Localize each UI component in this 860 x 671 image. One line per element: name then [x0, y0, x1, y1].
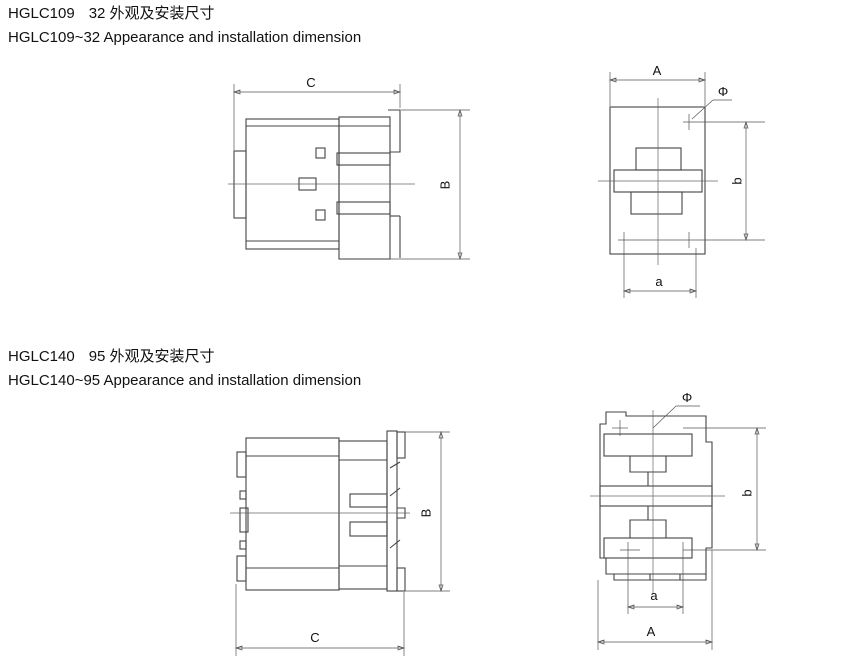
- section2-title-cn: 95 外观及安装尺寸: [88, 348, 215, 365]
- section1-front-dim-a-lower: a: [655, 274, 663, 289]
- section1-model: HGLC109: [8, 5, 75, 22]
- section2-front-dim-a-upper: A: [647, 624, 656, 639]
- section2-side-dim-b: B: [418, 509, 433, 518]
- section2-front-view: [590, 405, 766, 650]
- section1-heading-en: HGLC109~32 Appearance and installation d…: [8, 29, 362, 46]
- section1-front-view: [598, 72, 765, 298]
- section1-heading-cn: HGLC109 32 外观及安装尺寸: [8, 5, 215, 23]
- section2-heading-en: HGLC140~95 Appearance and installation d…: [8, 372, 362, 389]
- section2-front-dim-b: b: [739, 489, 754, 496]
- section1-side-dim-c: C: [306, 75, 315, 90]
- section2-model: HGLC140: [8, 348, 75, 365]
- section1-side-view: [228, 84, 470, 261]
- section2-side-dim-c: C: [310, 630, 319, 645]
- section1-front-dim-phi: Φ: [718, 84, 728, 99]
- section1-front-dim-a-upper: A: [653, 63, 662, 78]
- section1-side-dim-b: B: [437, 181, 452, 190]
- section2-front-dim-phi: Φ: [682, 390, 692, 405]
- section1-front-dim-b: b: [729, 177, 744, 184]
- section2-front-dim-a-lower: a: [650, 588, 658, 603]
- section2-heading-cn: HGLC140 95 外观及安装尺寸: [8, 348, 215, 366]
- section1-title-cn: 32 外观及安装尺寸: [88, 5, 215, 22]
- section2-side-view: [230, 430, 450, 656]
